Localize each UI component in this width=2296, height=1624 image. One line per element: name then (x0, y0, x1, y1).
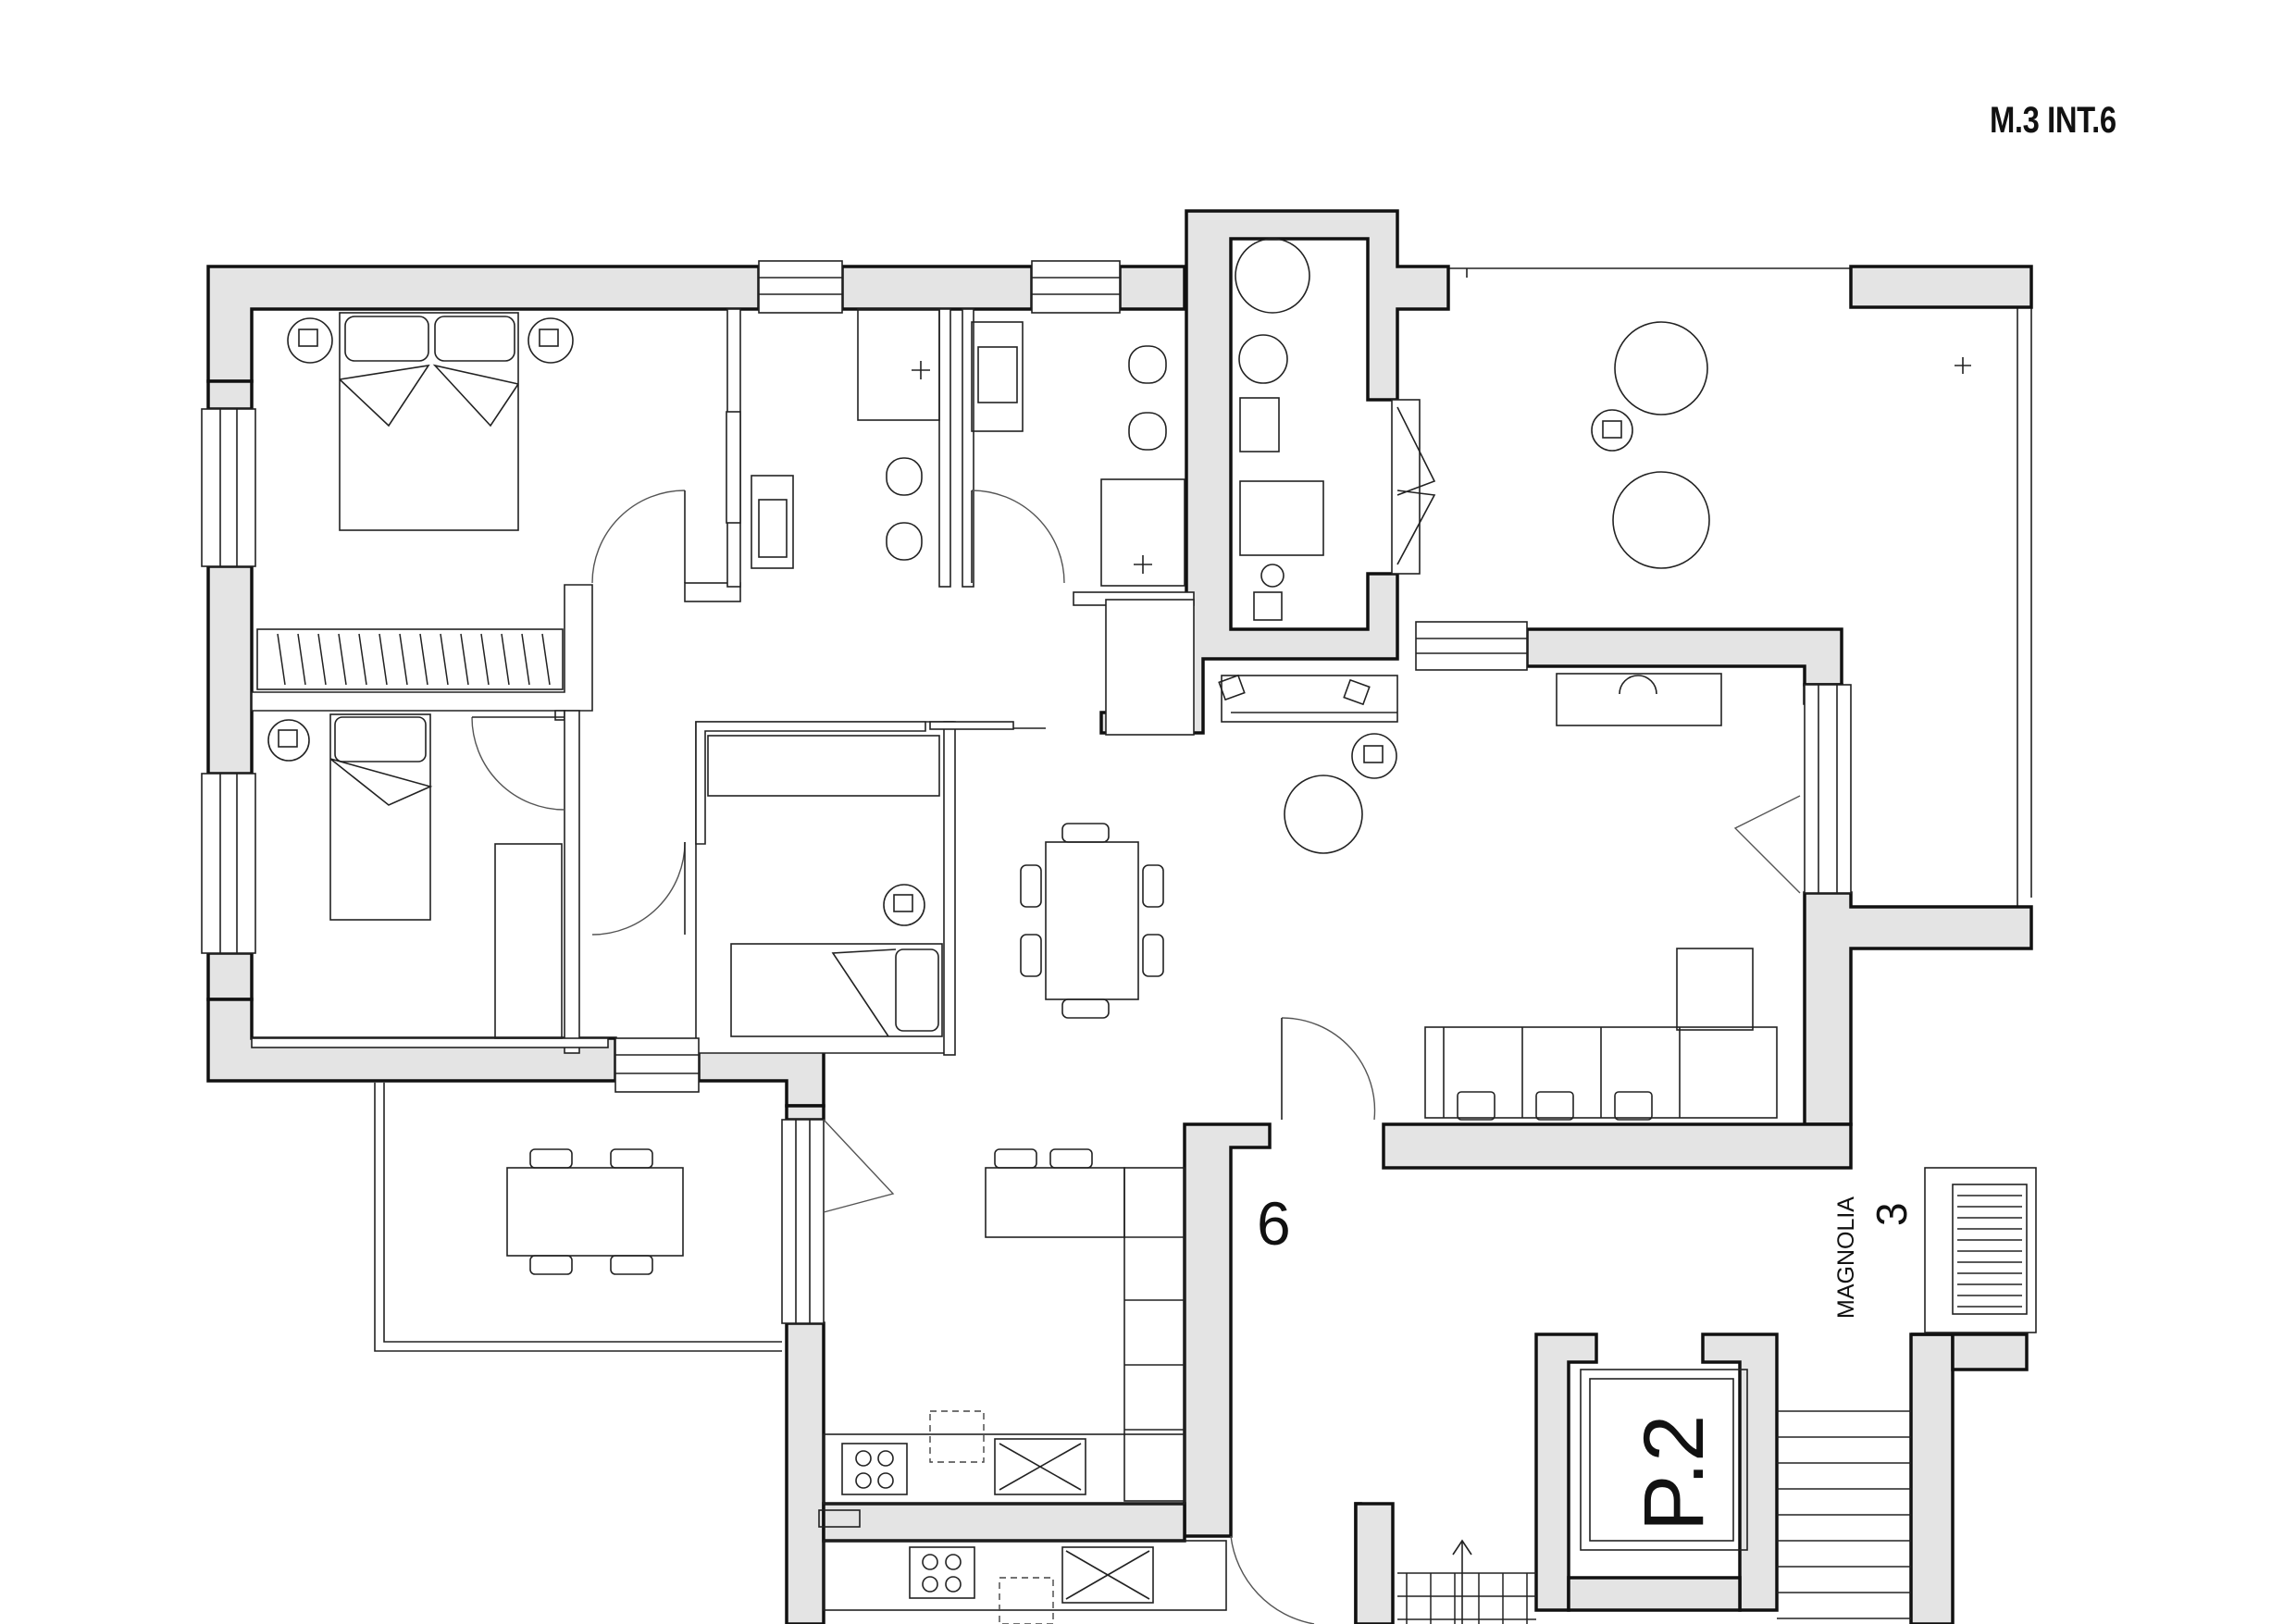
living-furniture (1218, 673, 1778, 1121)
windows (201, 260, 1852, 1324)
bedroom-3 (707, 735, 943, 1037)
plan-code-label: M.3 INT.6 (1990, 100, 2116, 141)
terrace-furniture (506, 321, 1971, 1275)
bathroom-1 (726, 308, 940, 569)
terrace-right (1448, 267, 2032, 908)
unit-number-label: 6 (1257, 1189, 1291, 1258)
dining-table (1020, 823, 1164, 1019)
building-number-label: 3 (1868, 1202, 1916, 1226)
kitchen (818, 1148, 1227, 1624)
landing-floor-label: P.2 (1627, 1415, 1721, 1531)
door-swings (471, 490, 1801, 1624)
building-name-label: MAGNOLIA (1833, 1196, 1859, 1319)
master-bedroom (256, 312, 574, 690)
bedroom-2 (267, 713, 563, 1039)
stair-core (1397, 1167, 2037, 1624)
terrace-left (374, 1083, 782, 1352)
walls (206, 209, 2033, 1624)
laundry (1235, 238, 1324, 621)
bathroom-2 (971, 321, 1185, 587)
